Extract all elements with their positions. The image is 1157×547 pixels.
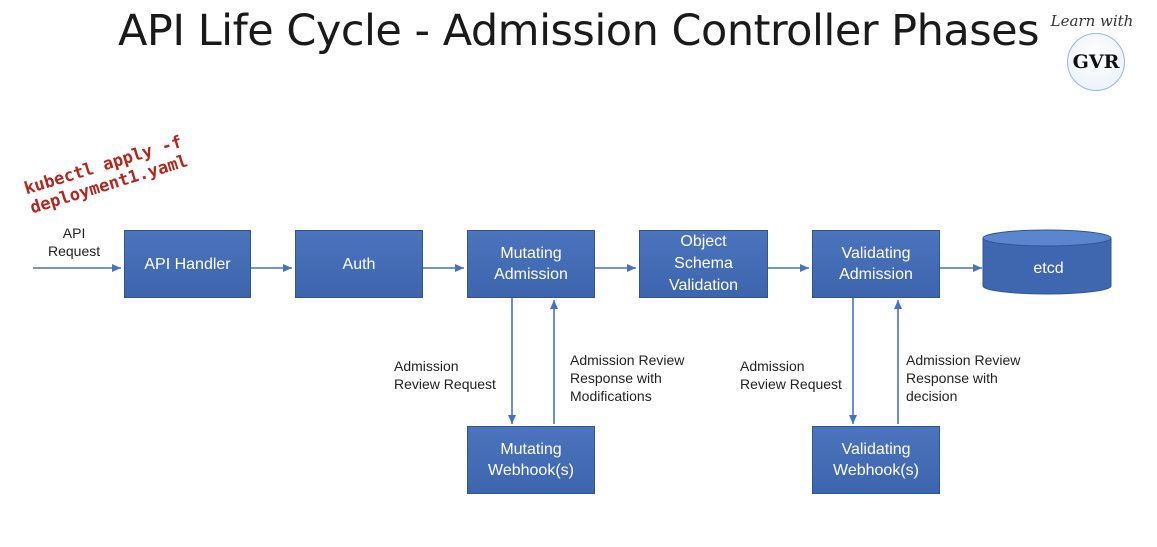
brand-tagline: Learn with	[1050, 12, 1134, 30]
object-schema-validation-box: Object Schema Validation	[639, 230, 768, 298]
validating-admission-box: Validating Admission	[812, 230, 940, 298]
mutating-webhook-box: Mutating Webhook(s)	[467, 426, 595, 494]
auth-box: Auth	[295, 230, 423, 298]
mutating-request-label: Admission Review Request	[394, 358, 496, 392]
validating-webhook-box: Validating Webhook(s)	[812, 426, 940, 494]
api-handler-box: API Handler	[124, 230, 251, 298]
validating-response-label: Admission Review Response with decision	[906, 352, 1021, 404]
validating-request-label: Admission Review Request	[740, 358, 842, 392]
mutating-admission-box: Mutating Admission	[467, 230, 595, 298]
etcd-label: etcd	[1033, 260, 1064, 277]
etcd-cylinder	[982, 229, 1112, 295]
page-title: API Life Cycle - Admission Controller Ph…	[118, 6, 1039, 56]
gvr-logo: GVR	[1067, 33, 1125, 91]
mutating-response-label: Admission Review Response with Modificat…	[570, 352, 685, 404]
logo-text: GVR	[1072, 51, 1120, 73]
api-request-label: API Request	[48, 225, 101, 259]
